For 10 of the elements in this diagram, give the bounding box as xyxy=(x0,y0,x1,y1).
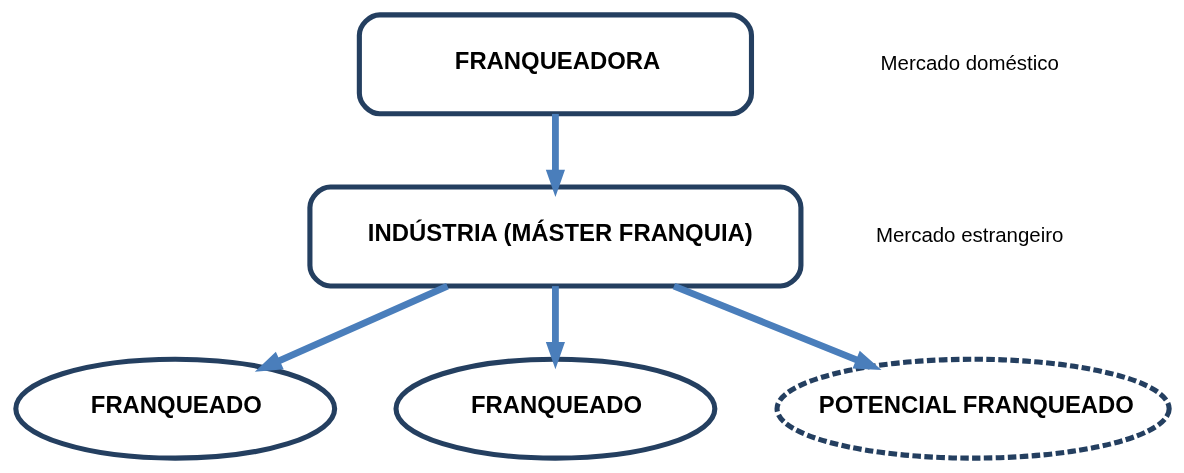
node-box: FRANQUEADORA xyxy=(356,12,754,117)
node-ellipse: FRANQUEADO xyxy=(392,356,717,461)
arrow xyxy=(672,282,882,370)
node-box: INDÚSTRIA (MÁSTER FRANQUIA) xyxy=(306,184,803,289)
label: Mercado doméstico xyxy=(880,50,1059,74)
arrow xyxy=(545,113,565,198)
arrow xyxy=(254,283,449,372)
label: Mercado estrangeiro xyxy=(875,222,1063,246)
node-ellipse: POTENCIAL FRANQUEADO xyxy=(774,356,1172,461)
node-ellipse: FRANQUEADO xyxy=(12,356,337,461)
